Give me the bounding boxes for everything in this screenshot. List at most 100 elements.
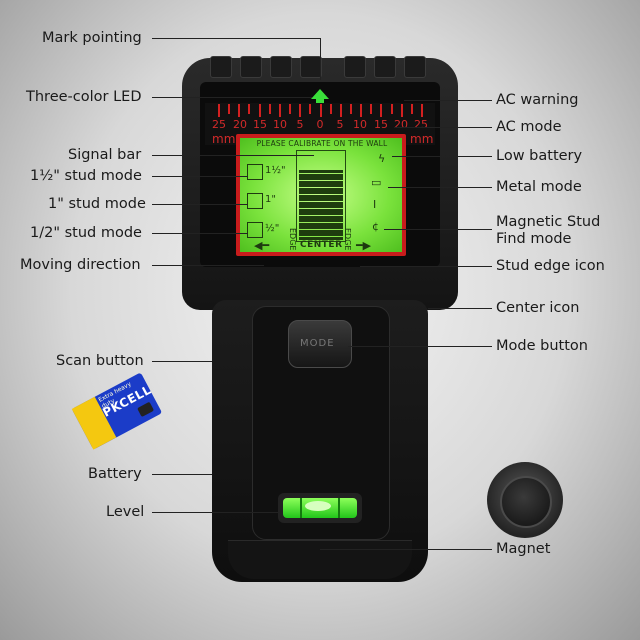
signal-segment xyxy=(299,170,343,173)
label-battery: Battery xyxy=(88,466,142,482)
leader-stud-1-5 xyxy=(152,176,248,177)
label-ac-mode: AC mode xyxy=(496,119,562,135)
scale-tick xyxy=(360,104,363,117)
label-moving-direction: Moving direction xyxy=(20,257,141,273)
scale-tick xyxy=(309,104,312,114)
signal-segment xyxy=(299,198,343,201)
leader-stud-edge xyxy=(360,266,492,267)
stud-1-icon xyxy=(247,193,263,209)
base-grip xyxy=(228,540,412,579)
scale-number: 15 xyxy=(374,118,388,131)
leader-mode-button xyxy=(348,346,492,347)
signal-segment xyxy=(299,222,343,226)
three-color-led-icon xyxy=(311,89,329,99)
leader-led xyxy=(152,97,312,98)
level-mark-right xyxy=(338,498,340,518)
signal-segment xyxy=(299,236,343,240)
scale-number: 5 xyxy=(296,118,304,131)
label-three-color-led: Three-color LED xyxy=(26,89,142,105)
scale-unit-right: mm xyxy=(410,132,434,146)
mode-button-label: MODE xyxy=(300,338,335,349)
scale-tick xyxy=(238,104,241,117)
scale-number: 20 xyxy=(394,118,408,131)
signal-segment xyxy=(299,226,343,229)
signal-segment xyxy=(299,205,343,208)
signal-segment xyxy=(299,194,343,198)
signal-segment xyxy=(299,229,343,233)
magnet-icon xyxy=(500,476,552,528)
scale-unit-left: mm xyxy=(212,132,236,146)
signal-segment xyxy=(299,184,343,187)
stud-half-icon xyxy=(247,222,263,238)
leader-moving-direction xyxy=(152,265,264,266)
scale-number: 20 xyxy=(233,118,247,131)
label-metal-mode: Metal mode xyxy=(496,179,582,195)
label-stud-edge-icon: Stud edge icon xyxy=(496,258,605,274)
ac-mode-icon: ϟ xyxy=(378,152,386,165)
leader-battery xyxy=(152,474,212,475)
scale-tick xyxy=(268,104,271,114)
signal-bar xyxy=(296,150,346,242)
leader-metal-mode xyxy=(388,187,492,188)
stud-label-1-5: 1½" xyxy=(265,165,286,176)
scale-tick xyxy=(410,104,413,114)
scale-tick xyxy=(329,104,332,114)
magnetic-mode-icon: ¢ xyxy=(372,220,379,233)
scale-number: 10 xyxy=(273,118,287,131)
label-magnetic-line2: Find mode xyxy=(496,231,572,247)
label-stud-1: 1" stud mode xyxy=(48,196,146,212)
scale-tick xyxy=(380,104,383,117)
label-scan-button: Scan button xyxy=(56,353,144,369)
scale-number: 5 xyxy=(336,118,344,131)
signal-segment xyxy=(299,191,343,194)
leader-low-battery xyxy=(392,156,492,157)
signal-segment xyxy=(299,219,343,222)
signal-segment xyxy=(299,187,343,191)
scale-tick xyxy=(278,104,281,117)
mode-button[interactable] xyxy=(288,320,352,368)
scale-tick xyxy=(339,104,342,117)
metal-mode-icon: I xyxy=(373,198,377,211)
scale-tick xyxy=(400,104,403,117)
scale-number: 0 xyxy=(316,118,324,131)
scale-number: 25 xyxy=(212,118,226,131)
leader-center xyxy=(428,308,492,309)
label-stud-half: 1/2" stud mode xyxy=(30,225,142,241)
leader-mark-pointing-h xyxy=(152,38,320,39)
level-mark-left xyxy=(300,498,302,518)
scale-number: 15 xyxy=(253,118,267,131)
signal-segment xyxy=(299,201,343,205)
signal-segment xyxy=(299,208,343,212)
leader-level xyxy=(152,512,280,513)
label-level: Level xyxy=(106,504,145,520)
scale-tick xyxy=(299,104,302,117)
leader-mark-pointing xyxy=(320,38,321,80)
signal-segment xyxy=(299,173,343,177)
leader-signal-bar xyxy=(152,155,314,156)
moving-direction-right-icon: ━▶ xyxy=(356,239,372,252)
label-mode-button: Mode button xyxy=(496,338,588,354)
scale-number: 10 xyxy=(353,118,367,131)
lcd-edge-left: EDGE xyxy=(288,228,297,251)
moving-direction-left-icon: ◀━ xyxy=(254,239,270,252)
scale-tick xyxy=(218,104,220,117)
scale-tick xyxy=(390,104,393,114)
label-mark-pointing: Mark pointing xyxy=(42,30,142,46)
low-battery-icon: ▭ xyxy=(371,176,382,189)
label-signal-bar: Signal bar xyxy=(68,147,142,163)
leader-stud-1 xyxy=(152,204,248,205)
signal-segment xyxy=(299,177,343,180)
led-stem xyxy=(316,98,324,106)
scale-number: 25 xyxy=(414,118,428,131)
signal-segment xyxy=(299,180,343,184)
level-bubble xyxy=(305,501,331,511)
label-low-battery: Low battery xyxy=(496,148,583,164)
label-magnetic-line1: Magnetic Stud xyxy=(496,214,601,230)
leader-stud-half xyxy=(152,233,248,234)
scale-tick xyxy=(319,104,322,117)
lcd-edge-right: EDGE xyxy=(343,228,352,251)
scale-tick xyxy=(258,104,261,117)
scale-tick xyxy=(248,104,251,114)
stud-label-half: ½" xyxy=(265,223,280,234)
signal-segment xyxy=(299,212,343,215)
